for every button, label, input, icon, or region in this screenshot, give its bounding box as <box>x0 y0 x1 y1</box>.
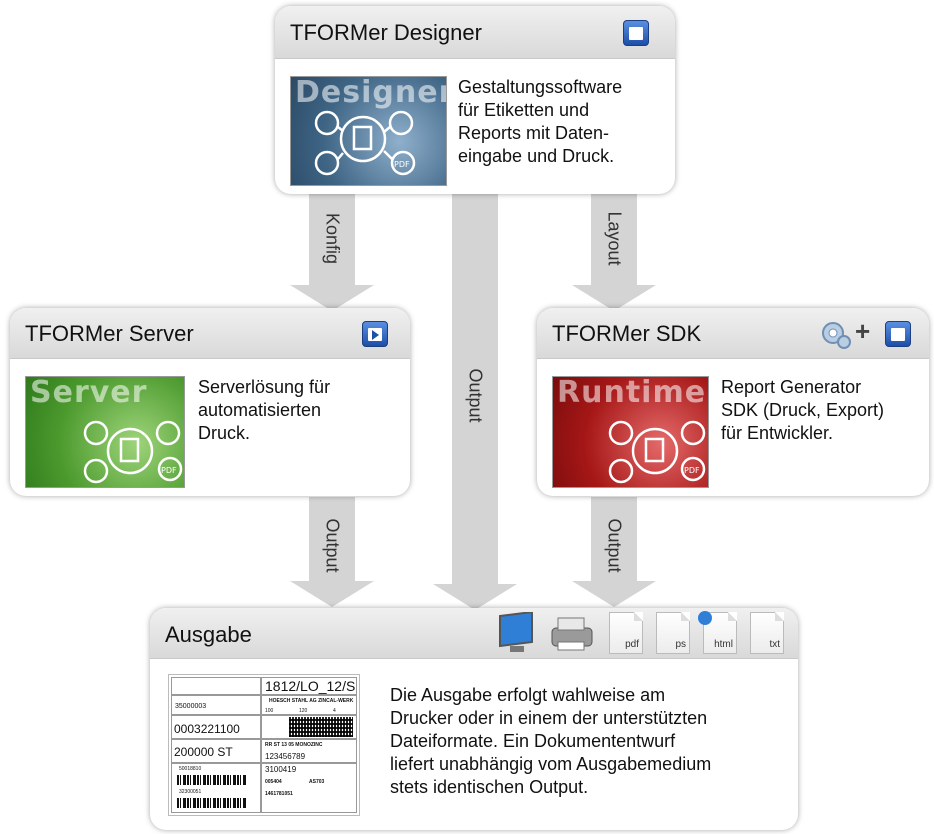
label-barcode-1 <box>177 775 247 785</box>
label-number1: 35000003 <box>175 703 207 710</box>
arrow-layout <box>572 190 656 311</box>
ausgabe-box: Ausgabe pdf ps html txt 1812/LO_12/S <box>150 608 798 830</box>
txt-label: txt <box>769 639 780 650</box>
label-company: HOESCH STAHL AG ZINCAL-WERK <box>269 698 354 704</box>
svg-text:PDF: PDF <box>161 466 177 475</box>
sdk-app-icon <box>885 321 911 347</box>
label-small1: 50018810 <box>179 766 202 772</box>
label-code5: 1461781051 <box>265 791 293 797</box>
label-2d-barcode <box>289 717 353 737</box>
designer-desc-line: eingabe und Druck. <box>458 146 615 166</box>
server-thumb-word: Server <box>30 376 148 410</box>
designer-workflow-icon: PDF <box>314 110 416 176</box>
server-thumbnail: Server PDF <box>25 376 185 488</box>
ausgabe-desc-line: Dateiformate. Ein Dokumententwurf <box>390 731 676 751</box>
sdk-thumbnail: Runtime PDF <box>552 376 709 488</box>
pdf-file-icon: pdf <box>609 612 643 654</box>
ausgabe-title: Ausgabe <box>165 622 252 647</box>
sdk-thumb-word: Runtime <box>557 376 707 410</box>
designer-desc-line: Gestaltungssoftware <box>458 77 623 97</box>
ps-file-icon: ps <box>656 612 690 654</box>
designer-thumbnail: Designer PDF <box>290 76 447 186</box>
label-small5: 4 <box>333 708 336 714</box>
server-desc-line: automatisierten <box>198 400 322 420</box>
shipping-label-image: 1812/LO_12/S HOESCH STAHL AG ZINCAL-WERK… <box>168 674 360 816</box>
designer-title: TFORMer Designer <box>290 20 482 45</box>
sdk-header: TFORMer SDK + <box>537 308 929 359</box>
label-barcode-2 <box>177 798 247 808</box>
sdk-workflow-icon: PDF <box>608 420 706 484</box>
label-small4: 120 <box>299 708 308 714</box>
label-small3: 100 <box>265 708 274 714</box>
label-small2: 32300051 <box>179 789 202 795</box>
printer-icon <box>551 617 593 651</box>
sdk-desc-line: für Entwickler. <box>721 423 834 443</box>
server-desc-line: Serverlösung für <box>198 377 331 397</box>
sdk-desc-line: SDK (Druck, Export) <box>721 400 885 420</box>
label-line1: RR ST 13 05 MONOZINC <box>265 742 323 748</box>
txt-file-icon: txt <box>750 612 784 654</box>
svg-text:PDF: PDF <box>684 466 700 475</box>
label-code4: AS703 <box>309 779 325 785</box>
arrow-label-output-right: Output <box>604 518 625 573</box>
arrow-output-left <box>290 497 374 607</box>
arrow-output-center <box>433 190 517 610</box>
ausgabe-desc-line: liefert unabhängig vom Ausgabemedium <box>390 754 712 774</box>
sdk-title: TFORMer SDK <box>552 321 702 346</box>
server-header: TFORMer Server <box>10 308 410 359</box>
svg-text:PDF: PDF <box>394 160 410 169</box>
arrow-label-konfig: Konfig <box>322 212 343 265</box>
server-box: TFORMer Server Server PDF Serverlösung f… <box>10 308 410 496</box>
arrow-label-output-center: Output <box>465 368 486 423</box>
ausgabe-desc-line: stets identischen Output. <box>390 777 589 797</box>
server-workflow-icon: PDF <box>83 420 183 484</box>
gears-icon <box>822 322 851 349</box>
arrow-label-output-left: Output <box>322 518 343 573</box>
ausgabe-description: Die Ausgabe erfolgt wahlweise am Drucker… <box>390 684 711 799</box>
plus-sign: + <box>855 316 871 346</box>
designer-thumb-word: Designer <box>295 76 447 110</box>
monitor-icon <box>499 612 533 652</box>
designer-header: TFORMer Designer <box>275 6 675 59</box>
label-quantity: 200000 ST <box>174 745 233 759</box>
designer-description: Gestaltungssoftware für Etiketten und Re… <box>458 76 622 168</box>
ps-label: ps <box>675 639 686 650</box>
label-code3: 005404 <box>265 779 282 785</box>
label-number2: 0003221100 <box>174 722 240 736</box>
sdk-desc-line: Report Generator <box>721 377 862 397</box>
sdk-description: Report Generator SDK (Druck, Export) für… <box>721 376 884 445</box>
arrow-label-layout: Layout <box>604 211 625 266</box>
html-label: html <box>714 639 733 650</box>
arrow-konfig <box>290 190 374 311</box>
label-code2: 3100419 <box>265 765 297 774</box>
server-description: Serverlösung für automatisierten Druck. <box>198 376 330 445</box>
designer-desc-line: Reports mit Daten- <box>458 123 610 143</box>
arrow-output-right <box>572 497 656 607</box>
html-file-icon: html <box>698 611 737 654</box>
ausgabe-desc-line: Drucker oder in einem der unterstützten <box>390 708 708 728</box>
designer-box: TFORMer Designer Designer PDF Gestaltung… <box>275 6 675 194</box>
designer-app-icon <box>623 20 649 46</box>
label-main-id: 1812/LO_12/S <box>265 678 356 694</box>
ausgabe-desc-line: Die Ausgabe erfolgt wahlweise am <box>390 685 666 705</box>
server-app-icon <box>362 321 388 347</box>
sdk-box: TFORMer SDK + Runtime PDF Report Generat… <box>537 308 929 496</box>
ausgabe-header: Ausgabe pdf ps html txt <box>150 608 798 659</box>
label-code1: 123456789 <box>265 752 306 761</box>
server-title: TFORMer Server <box>25 321 194 346</box>
designer-desc-line: für Etiketten und <box>458 100 590 120</box>
pdf-label: pdf <box>625 639 639 650</box>
server-desc-line: Druck. <box>198 423 251 443</box>
